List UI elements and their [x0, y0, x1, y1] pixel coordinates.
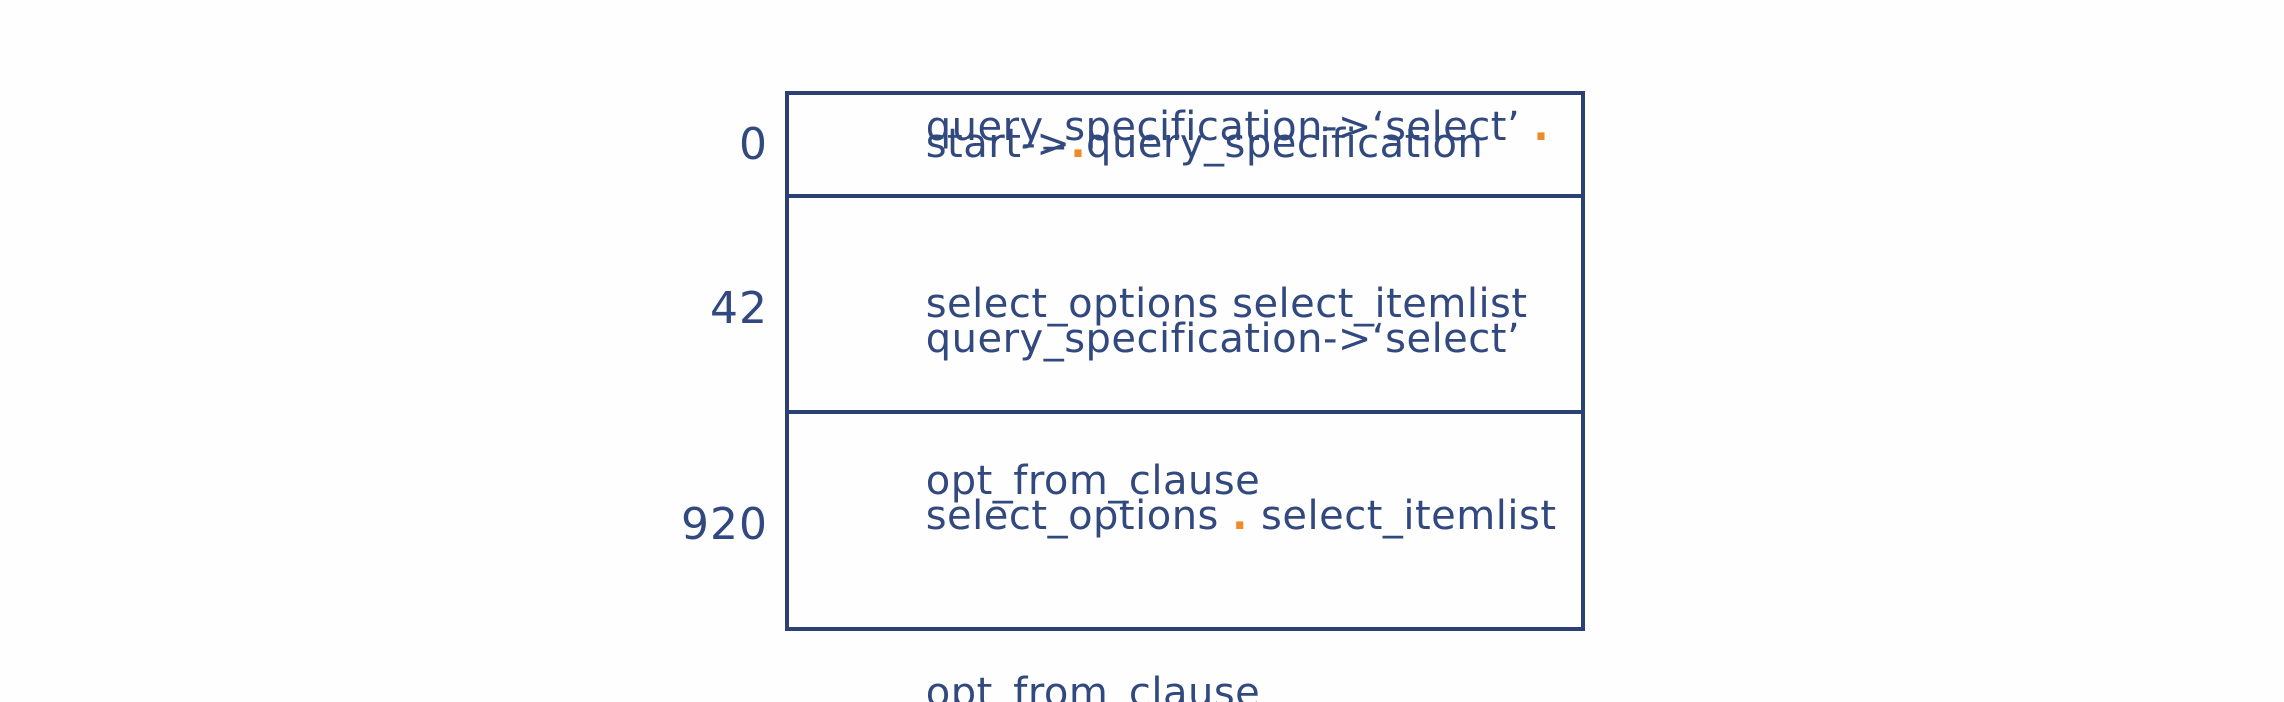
state-number-label: 920	[681, 499, 768, 550]
state-number-0: 0	[468, 91, 768, 198]
item-text: query_specification	[1086, 121, 1484, 167]
grammar-item-line: opt_from_clause	[820, 393, 1569, 570]
item-text: query_specification->‘select’	[925, 316, 1521, 362]
item-text: opt_from_clause	[925, 670, 1261, 702]
state-row-920: query_specification->‘select’ select_opt…	[789, 316, 1581, 702]
grammar-item: start->.query_specification	[820, 56, 1569, 233]
grammar-item-line: select_options select_itemlist	[820, 216, 1569, 393]
state-number-42: 42	[468, 198, 768, 418]
grammar-item-line: select_options . select_itemlist	[820, 428, 1569, 605]
dot-marker: .	[1070, 121, 1087, 167]
state-number-label: 0	[739, 119, 768, 170]
state-number-label: 42	[710, 282, 768, 334]
item-text: select_itemlist	[1247, 493, 1557, 539]
item-text: select_options select_itemlist	[925, 280, 1528, 327]
item-text: select_options	[925, 493, 1233, 539]
state-items-box: start->.query_specification query_specif…	[785, 91, 1585, 702]
grammar-item-line: opt_from_clause	[820, 605, 1569, 702]
grammar-item-line: query_specification->‘select’	[820, 251, 1569, 428]
grammar-item-line: query_specification->‘select’ .	[820, 39, 1569, 216]
item-text: query_specification->‘select’	[925, 103, 1534, 150]
state-row-0: start->.query_specification	[789, 95, 1581, 198]
dot-marker: .	[1232, 493, 1248, 539]
item-text: opt_from_clause	[925, 457, 1261, 504]
state-number-920: 920	[468, 418, 768, 631]
state-row-42: query_specification->‘select’ . select_o…	[789, 104, 1581, 504]
dot-marker: .	[1533, 103, 1550, 150]
item-text: start->	[925, 121, 1071, 167]
